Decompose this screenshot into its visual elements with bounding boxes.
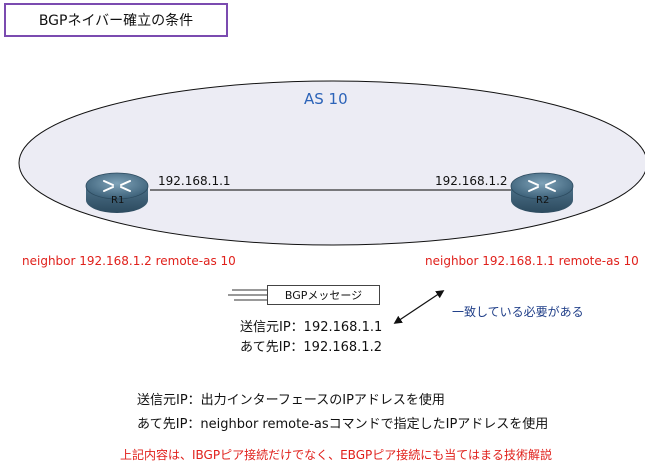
r2-ip-label: 192.168.1.2: [435, 174, 508, 188]
note-source-ip: 送信元IP：出力インターフェースのIPアドレスを使用: [137, 393, 445, 408]
r2-neighbor-command: neighbor 192.168.1.1 remote-as 10: [425, 254, 639, 268]
packet-destination-ip: あて先IP：192.168.1.2: [240, 340, 382, 355]
router-r1-icon[interactable]: [85, 172, 149, 213]
packet-source-ip: 送信元IP：192.168.1.1: [240, 320, 383, 335]
footer-note: 上記内容は、IBGPピア接続だけでなく、EBGPピア接続にも当てはまる技術解説: [120, 448, 552, 462]
as-boundary-ellipse: [18, 80, 645, 246]
note-destination-ip: あて先IP：neighbor remote-asコマンドで指定したIPアドレスを…: [137, 417, 549, 432]
agreement-double-arrow: [393, 290, 445, 324]
r2-label: R2: [536, 195, 550, 206]
motion-lines-icon: [228, 289, 267, 301]
router-r2-icon[interactable]: [510, 172, 574, 213]
bgp-message-box: BGPメッセージ: [267, 285, 380, 305]
r1-label: R1: [111, 195, 125, 206]
diagram-title-text: BGPネイバー確立の条件: [38, 13, 194, 29]
as-label: AS 10: [304, 90, 348, 108]
diagram-title: BGPネイバー確立の条件: [4, 3, 228, 37]
r1-neighbor-command: neighbor 192.168.1.2 remote-as 10: [22, 254, 236, 268]
agreement-note: 一致している必要がある: [452, 305, 584, 319]
r1-ip-label: 192.168.1.1: [158, 174, 231, 188]
bgp-message-label: BGPメッセージ: [284, 289, 363, 302]
